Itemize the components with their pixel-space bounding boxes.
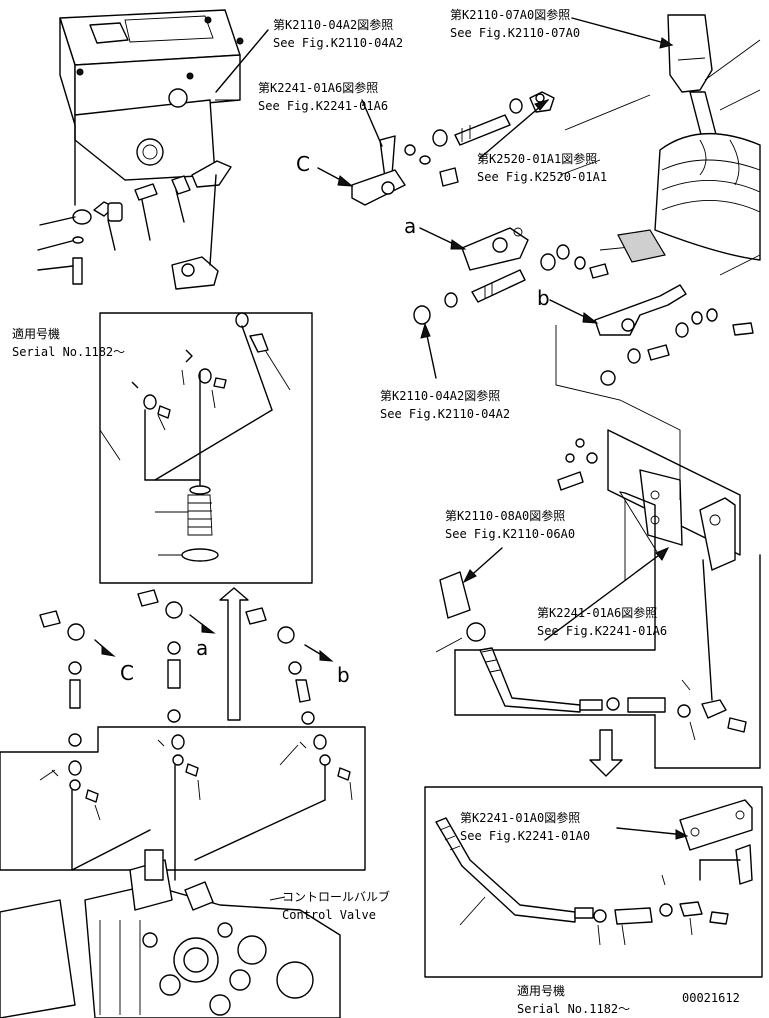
ref-k2110-04a2-top-jp: 第K2110-04A2図参照 <box>273 17 393 32</box>
ref-k2241-01a6-mid-en: See Fig.K2241-01A6 <box>537 624 667 638</box>
ref-k2110-07a0-en: See Fig.K2110-07A0 <box>450 26 580 40</box>
serial-box-parts <box>99 312 291 562</box>
ref-k2520-01a1-jp: 第K2520-01A1図参照 <box>477 151 597 166</box>
ref-k2241-01a0-en: See Fig.K2241-01A0 <box>460 829 590 843</box>
ref-k2241-01a6-mid-jp: 第K2241-01A6図参照 <box>537 605 657 620</box>
callout-b-top: b <box>537 286 550 310</box>
serial-bottom-jp: 適用号機 <box>517 983 565 998</box>
callout-a-top: a <box>404 214 416 238</box>
ref-k2241-01a0-jp: 第K2241-01A0図参照 <box>460 810 580 825</box>
control-valve-jp: コントロールバルブ <box>282 889 390 904</box>
callout-a-mid: a <box>196 636 208 660</box>
lower-linkage-parts <box>435 547 747 741</box>
lower-linkage-box <box>454 491 761 769</box>
ref-k2110-04a2-mid-en: See Fig.K2110-04A2 <box>380 407 510 421</box>
down-arrow <box>589 729 623 777</box>
serial-box-top <box>99 312 313 584</box>
console-fasteners <box>37 160 232 290</box>
hose-fittings <box>39 589 334 747</box>
callout-c-mid: C <box>120 661 134 685</box>
serial-bottom-en: Serial No.1182～ <box>517 1002 630 1016</box>
ref-k2520-01a1-en: See Fig.K2520-01A1 <box>477 170 607 184</box>
upper-linkage <box>351 91 754 580</box>
console-housing <box>59 9 244 206</box>
ref-k2241-01a6-top-en: See Fig.K2241-01A6 <box>258 99 388 113</box>
callout-b-mid: b <box>337 663 350 687</box>
up-arrow <box>219 587 249 721</box>
ref-k2110-04a2-top-en: See Fig.K2110-04A2 <box>273 36 403 50</box>
ref-k2241-01a6-top-jp: 第K2241-01A6図参照 <box>258 80 378 95</box>
ref-k2110-07a0-jp: 第K2110-07A0図参照 <box>450 7 570 22</box>
serial-top-jp: 適用号機 <box>12 326 60 341</box>
ref-leader-housing <box>215 29 269 93</box>
valve-connection-parts <box>39 734 353 881</box>
callout-c-top: C <box>296 152 310 176</box>
control-lever <box>559 14 761 276</box>
control-valve-en: Control Valve <box>282 908 376 922</box>
leaders-top <box>317 17 674 379</box>
ref-k2110-08a0-jp: 第K2110-08A0図参照 <box>445 508 565 523</box>
ref-k2110-04a2-mid-jp: 第K2110-04A2図参照 <box>380 388 500 403</box>
control-valve <box>0 849 341 1018</box>
serial-box-bottom <box>424 786 763 978</box>
valve-connection-box <box>0 726 366 871</box>
ref-k2110-08a0-en: See Fig.K2110-06A0 <box>445 527 575 541</box>
serial-top-en: Serial No.1182～ <box>12 345 125 359</box>
serial-box-bottom-parts <box>435 799 753 946</box>
drawing-number: 00021612 <box>682 991 740 1005</box>
